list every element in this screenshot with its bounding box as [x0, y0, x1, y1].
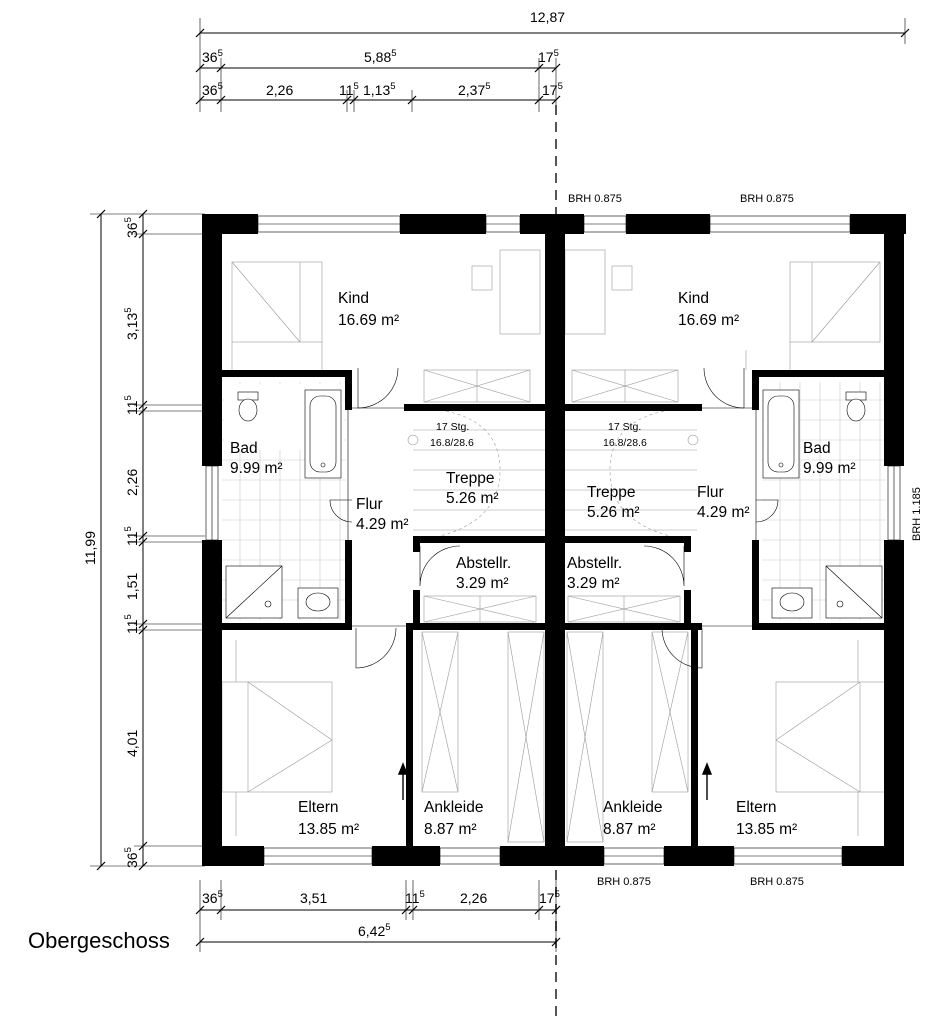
rooms-left: Kind 16.69 m² Bad 9.99 m² Flur 4.29 m² 1… — [230, 290, 511, 838]
room-ankleide-right-area: 8.87 m² — [603, 821, 656, 838]
dim-left-9: 365 — [123, 847, 140, 868]
stair-left-steps: 17 Stg. — [436, 421, 469, 433]
dim-left-6: 1,51 — [124, 573, 140, 600]
room-bad-left-area: 9.99 m² — [230, 460, 283, 477]
stair-right-ratio: 16.8/28.6 — [603, 437, 647, 449]
room-flur-left-area: 4.29 m² — [356, 516, 409, 533]
bad-right-tiles — [762, 382, 886, 620]
room-abstellr-right-name: Abstellr. — [567, 555, 622, 572]
room-kind-left-area: 16.69 m² — [338, 312, 399, 329]
room-treppe-left-area: 5.26 m² — [446, 490, 499, 507]
dim-bottom-1: 365 — [202, 889, 223, 906]
window-label-right-side: BRH 1.185 — [911, 487, 923, 541]
stairs-left — [407, 409, 545, 537]
dim-left-5: 115 — [123, 526, 140, 546]
stair-right-steps: 17 Stg. — [608, 421, 641, 433]
room-kind-left-name: Kind — [338, 290, 369, 307]
room-treppe-right-area: 5.26 m² — [587, 504, 640, 521]
stair-left-ratio: 16.8/28.6 — [430, 437, 474, 449]
dim-left-4: 2,26 — [124, 469, 140, 496]
dim-top-r2-3: 175 — [538, 48, 559, 65]
window-label-bottom-right: BRH 0.875 — [750, 876, 804, 888]
room-treppe-left-name: Treppe — [446, 470, 495, 487]
room-ankleide-left-name: Ankleide — [424, 799, 483, 816]
stairs-right — [565, 409, 699, 537]
dim-left-7: 115 — [123, 614, 140, 634]
dim-bottom-4: 2,26 — [460, 890, 487, 906]
window-label-top-left: BRH 0.875 — [568, 193, 622, 205]
rooms-right: Kind 16.69 m² Bad 9.99 m² Flur 4.29 m² 1… — [567, 290, 856, 838]
room-kind-right-area: 16.69 m² — [678, 312, 739, 329]
room-flur-right-name: Flur — [697, 484, 724, 501]
room-abstellr-right-area: 3.29 m² — [567, 575, 620, 592]
room-eltern-right-area: 13.85 m² — [736, 821, 797, 838]
room-eltern-right-name: Eltern — [736, 799, 777, 816]
fixtures — [221, 249, 887, 843]
dim-top-r2-2: 5,885 — [364, 48, 397, 65]
room-flur-right-area: 4.29 m² — [697, 504, 750, 521]
dim-left-1: 365 — [123, 217, 140, 238]
room-eltern-left-area: 13.85 m² — [298, 821, 359, 838]
room-kind-right-name: Kind — [678, 290, 709, 307]
window-label-top-right: BRH 0.875 — [740, 193, 794, 205]
dim-top-r3-3: 115 — [339, 81, 359, 98]
dim-bottom-3: 115 — [405, 889, 425, 906]
room-abstellr-left-area: 3.29 m² — [456, 575, 509, 592]
dim-overall-width: 12,87 — [530, 9, 565, 25]
dim-top-r3-6: 175 — [542, 81, 563, 98]
room-ankleide-left-area: 8.87 m² — [424, 821, 477, 838]
dim-left-3: 115 — [123, 395, 140, 415]
dim-left-2: 3,135 — [123, 307, 140, 340]
left-dimension-chain: 11,99 365 3,135 115 2,26 115 1,51 115 4,… — [82, 209, 205, 871]
room-flur-left-name: Flur — [356, 496, 383, 513]
room-ankleide-right-name: Ankleide — [603, 799, 662, 816]
dim-bottom-2: 3,51 — [300, 890, 327, 906]
dim-top-r3-1: 365 — [202, 81, 223, 98]
dim-top-r3-2: 2,26 — [266, 82, 293, 98]
room-bad-left-name: Bad — [230, 440, 258, 457]
dim-top-r3-5: 2,375 — [458, 81, 491, 98]
bottom-dimension-chains: 365 3,51 115 2,26 175 6,425 — [195, 880, 561, 952]
window-label-bottom-left: BRH 0.875 — [597, 876, 651, 888]
room-treppe-right-name: Treppe — [587, 484, 636, 501]
dim-left-8: 4,01 — [124, 730, 140, 757]
walls — [202, 214, 906, 866]
room-abstellr-left-name: Abstellr. — [456, 555, 511, 572]
dim-bottom-overall: 6,425 — [358, 922, 391, 939]
page-title: Obergeschoss — [28, 928, 170, 953]
dim-top-r2-1: 365 — [202, 48, 223, 65]
dim-bottom-5: 175 — [539, 889, 560, 906]
room-eltern-left-name: Eltern — [298, 799, 339, 816]
room-bad-right-name: Bad — [803, 440, 831, 457]
dim-overall-depth: 11,99 — [82, 531, 98, 565]
bad-left-tiles — [222, 382, 346, 620]
room-bad-right-area: 9.99 m² — [803, 460, 856, 477]
top-dimension-chains: 12,87 365 5,885 175 365 2,26 115 1,135 2… — [195, 9, 910, 112]
dim-top-r3-4: 1,135 — [363, 81, 396, 98]
